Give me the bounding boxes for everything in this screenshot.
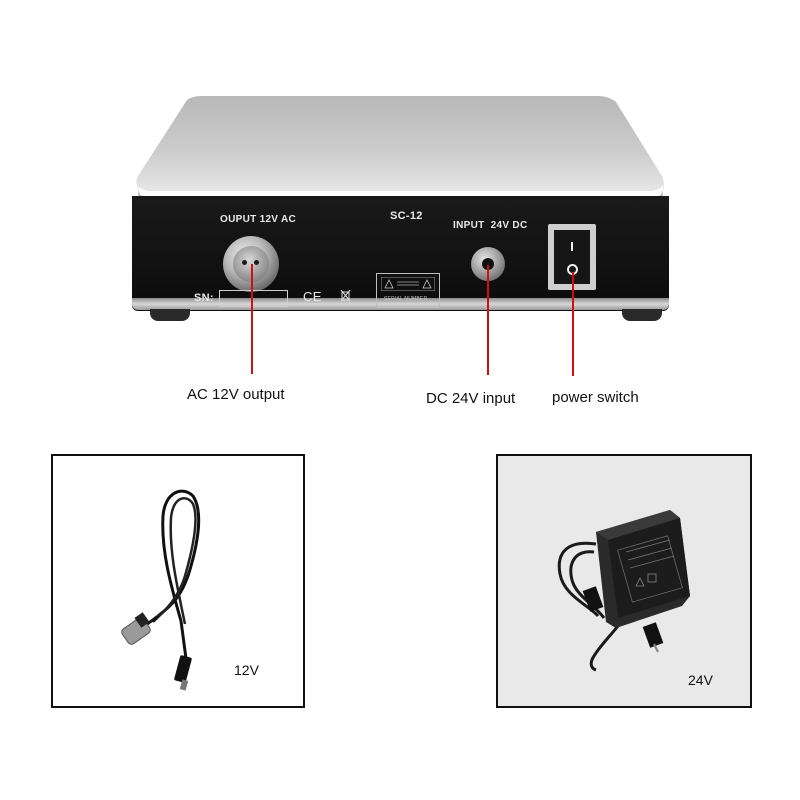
device-foot-left bbox=[150, 309, 190, 321]
warning-triangle-icon bbox=[381, 277, 435, 291]
adapter-photo: 24V bbox=[496, 454, 752, 708]
dc-input-pointer bbox=[487, 265, 489, 375]
power-switch-callout: power switch bbox=[552, 389, 639, 406]
device-top-shell bbox=[136, 96, 664, 206]
power-adapter-image bbox=[557, 510, 690, 672]
sn-label: SN: bbox=[194, 292, 214, 304]
sn-field bbox=[219, 290, 288, 307]
output-port-label: OUPUT 12V AC bbox=[220, 214, 297, 225]
ac-output-pointer bbox=[251, 264, 253, 374]
input-port-label: INPUT 24V DC bbox=[453, 220, 528, 231]
dc-input-callout: DC 24V input bbox=[426, 390, 516, 407]
plate-text: SERIAL NUMBER bbox=[384, 296, 428, 302]
cable-image bbox=[121, 489, 201, 691]
cable-photo: 12V bbox=[51, 454, 305, 708]
power-switch-pointer bbox=[572, 272, 574, 376]
ac-output-callout: AC 12V output bbox=[187, 386, 285, 403]
front-bottom-trim bbox=[132, 298, 669, 310]
device-foot-right bbox=[622, 309, 662, 321]
dc-input-jack[interactable] bbox=[471, 247, 505, 281]
weee-bin-icon bbox=[340, 289, 351, 302]
model-label: SC-12 bbox=[390, 210, 423, 222]
ce-mark: CE bbox=[303, 289, 322, 304]
cable-voltage-label: 12V bbox=[234, 662, 259, 678]
adapter-voltage-label: 24V bbox=[688, 672, 713, 688]
on-mark-icon bbox=[571, 242, 573, 251]
serial-label-plate: SERIAL NUMBER bbox=[376, 273, 440, 308]
